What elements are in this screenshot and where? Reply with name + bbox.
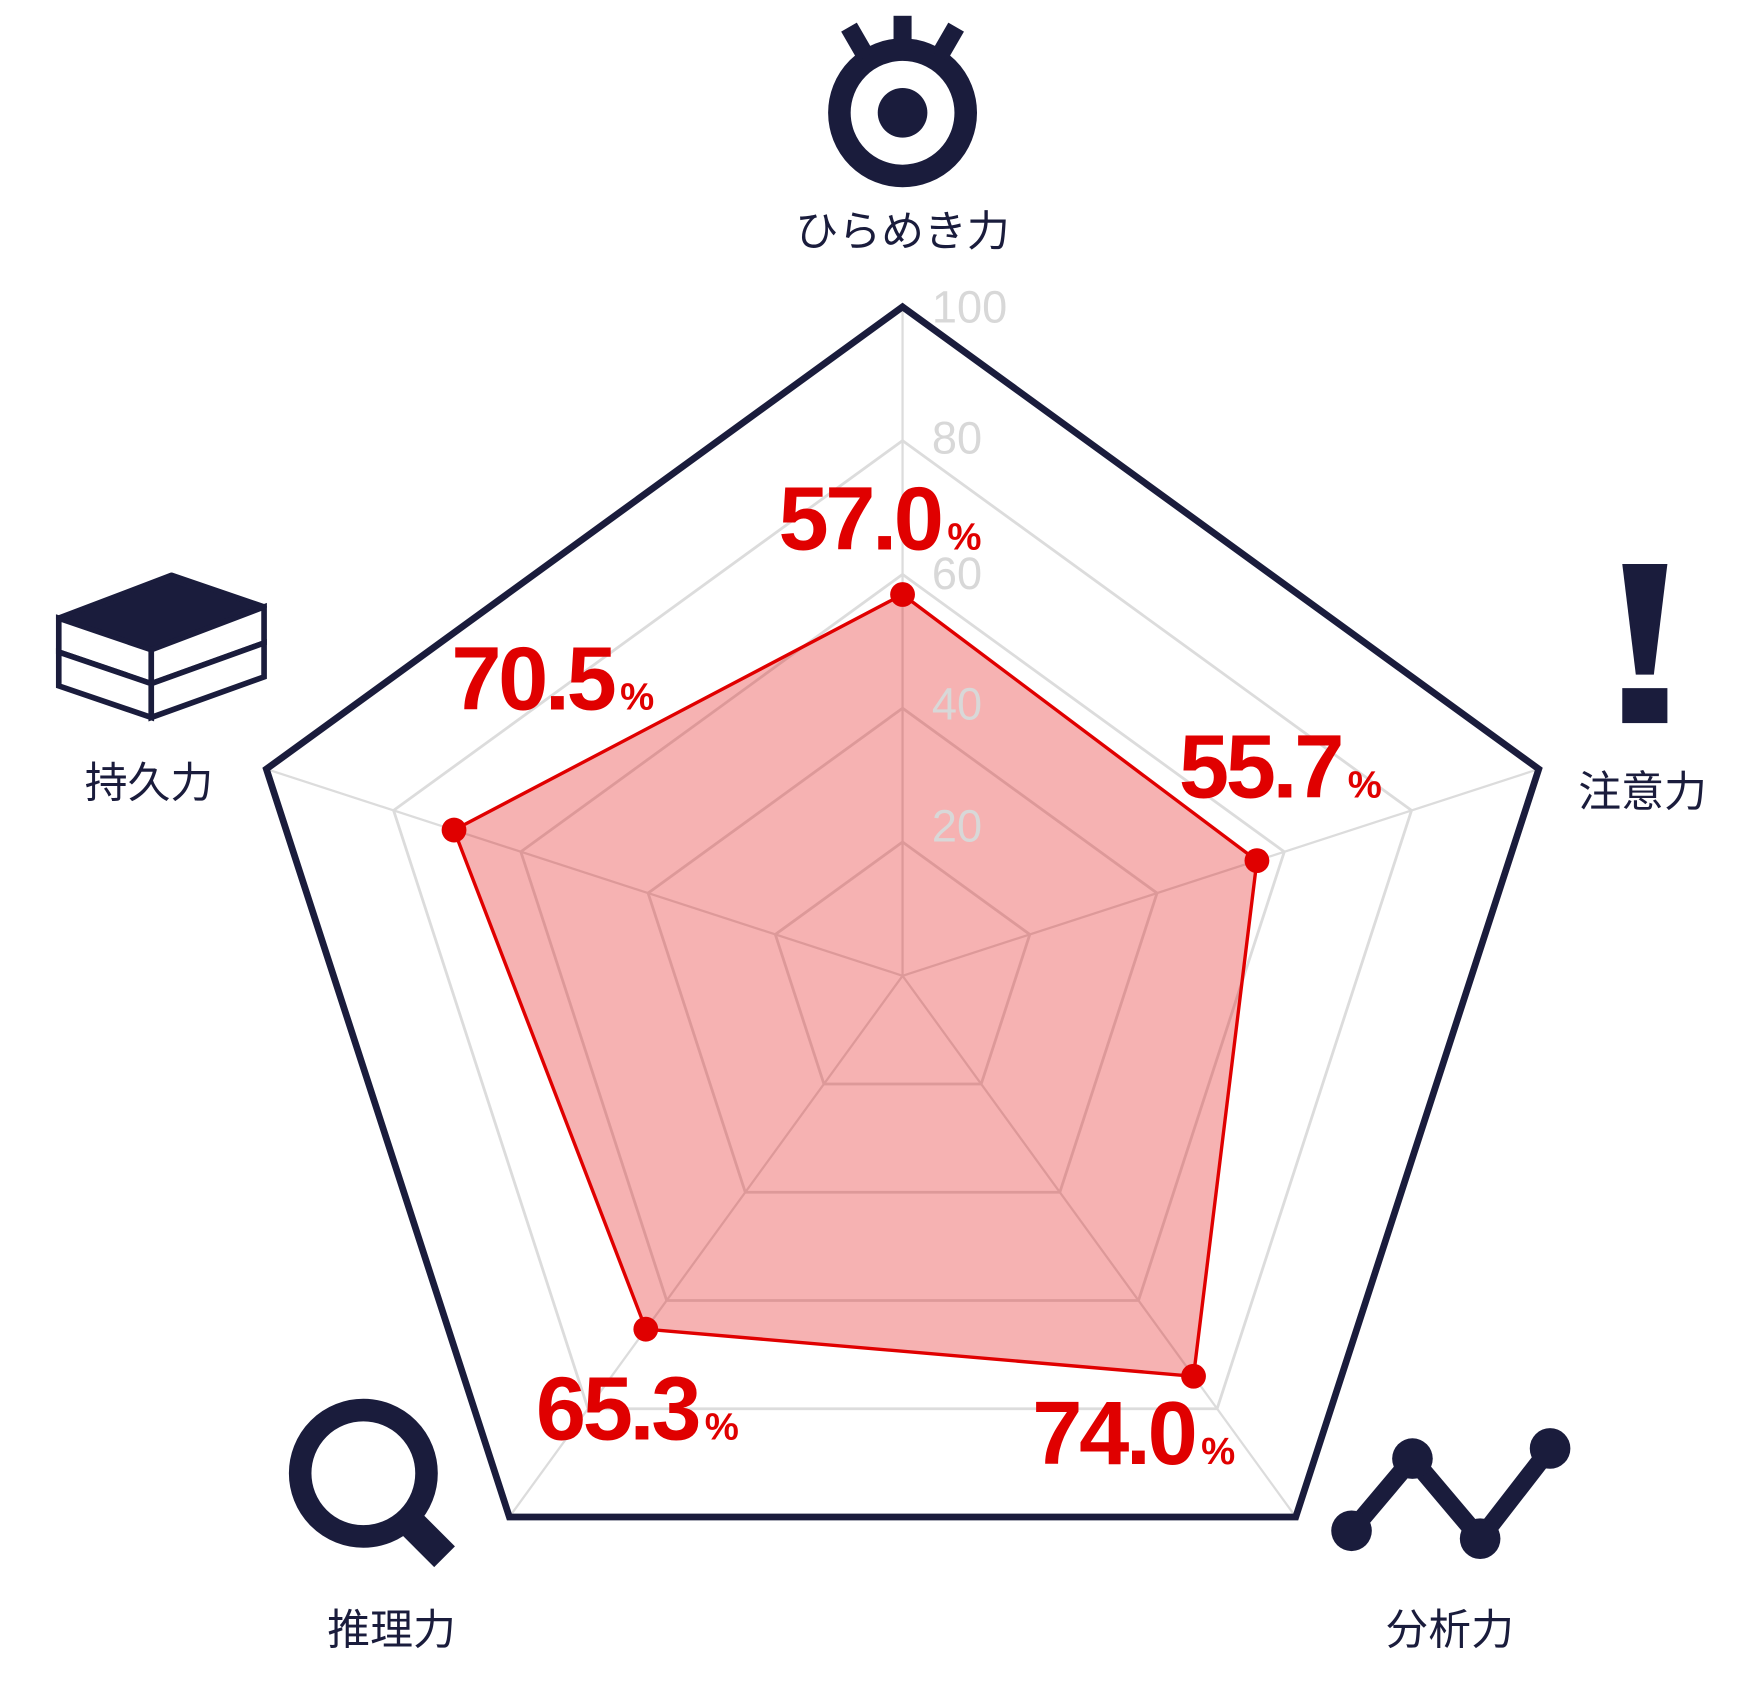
axis-labels: ひらめき力 注意力 分析力 推理力 持久力 [85, 207, 1707, 1656]
data-point-2 [1181, 1363, 1206, 1389]
spoke-3 [508, 975, 904, 1518]
data-point-0 [890, 582, 915, 607]
tick-label-80: 80 [932, 412, 982, 463]
axis-label-hirameki: ひらめき力 [795, 207, 1009, 257]
magnifier-icon [288, 1398, 455, 1568]
grid [266, 306, 1540, 1518]
tick-label-60: 60 [932, 548, 982, 599]
books-icon [55, 572, 267, 722]
value-label-hirameki: 57.0% [778, 468, 981, 569]
exclamation-icon [1622, 564, 1668, 724]
lightbulb-icon [828, 15, 978, 188]
tick-label-100: 100 [932, 282, 1007, 333]
value-labels: 57.0% 55.7% 74.0% 65.3% 70.5% [451, 468, 1382, 1484]
data-point-4 [441, 817, 467, 843]
value-label-bunseki: 74.0% [1032, 1383, 1235, 1484]
grid-ring-80 [391, 438, 1414, 1411]
axis-label-jikyuu: 持久力 [85, 759, 214, 809]
grid-ring-60 [519, 572, 1286, 1302]
tick-label-40: 40 [932, 679, 982, 730]
tick-labels: 20 40 60 80 100 [932, 282, 1007, 852]
tick-label-20: 20 [932, 801, 982, 852]
data-area [451, 592, 1259, 1379]
grid-ring-40 [646, 706, 1159, 1194]
series [262, 302, 1543, 1521]
axis-label-chuui: 注意力 [1578, 768, 1707, 818]
spoke-1 [902, 767, 1540, 977]
axis-label-suiri: 推理力 [327, 1606, 456, 1656]
value-label-suiri: 65.3% [536, 1358, 739, 1459]
value-label-chuui: 55.7% [1179, 717, 1382, 818]
data-point-3 [633, 1316, 659, 1342]
grid-ring-100 [262, 302, 1543, 1521]
grid-ring-20 [773, 840, 1032, 1086]
data-point-1 [1244, 848, 1270, 874]
line-chart-icon [1331, 1428, 1571, 1559]
spoke-2 [901, 975, 1297, 1518]
value-label-jikyuu: 70.5% [451, 629, 654, 730]
axis-label-bunseki: 分析力 [1385, 1606, 1514, 1656]
spoke-4 [266, 767, 903, 977]
